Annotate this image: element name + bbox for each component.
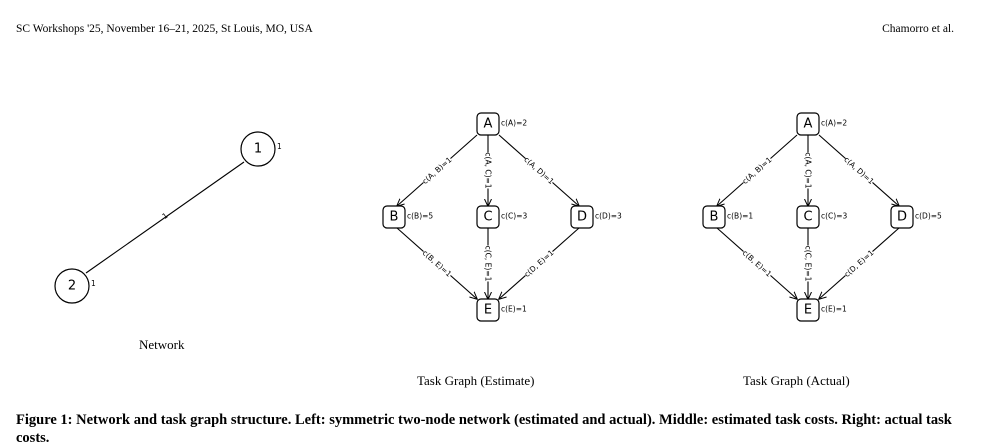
estimate-edge-label-bg-AD [522, 155, 556, 186]
actual-node-E-label: E [804, 303, 812, 318]
estimate-node-A [476, 112, 500, 136]
estimate-edge-label-bg-AC [483, 152, 493, 189]
actual-edge-label-AD: c(A, D)=1 [842, 155, 876, 186]
estimate-edge-label-AC: c(A, C)=1 [484, 152, 493, 188]
network-graph: 1 1 1 2 1 [54, 131, 282, 304]
network-node-1-label: 1 [254, 142, 262, 157]
estimate-node-A-cost: c(A)=2 [501, 119, 527, 128]
estimate-node-E-cost: c(E)=1 [501, 305, 527, 314]
actual-node-A [796, 112, 820, 136]
actual-node-B-label: B [710, 210, 719, 225]
task-graph-actual: c(A, B)=1 c(A, C)=1 c(A, D)=1 c(B, E)=1 c(C,… [702, 112, 942, 322]
actual-edge-label-BE: c(B, E)=1 [741, 248, 774, 279]
actual-node-B-cost: c(B)=1 [727, 212, 753, 221]
actual-node-C [796, 205, 820, 229]
estimate-node-C-cost: c(C)=3 [501, 212, 527, 221]
running-header-right: Chamorro et al. [882, 23, 954, 35]
actual-edge-label-AC: c(A, C)=1 [804, 152, 813, 188]
estimate-node-E [476, 298, 500, 322]
actual-node-B [702, 205, 726, 229]
estimate-node-E-label: E [484, 303, 492, 318]
network-node-2-weight: 1 [91, 279, 96, 288]
estimate-edge-label-bg-BE [420, 248, 454, 279]
network-edge-label: 1 [160, 211, 169, 221]
actual-node-A-label: A [804, 117, 813, 132]
task-graph-estimate-caption: Task Graph (Estimate) [417, 373, 535, 388]
task-graph-estimate: c(A, B)=1 c(A, C)=1 c(A, D)=1 c(B, E)=1 c(C,… [382, 112, 622, 322]
running-header-left: SC Workshops '25, November 16–21, 2025, … [16, 23, 313, 35]
actual-node-D-cost: c(D)=5 [915, 212, 942, 221]
actual-node-D [890, 205, 914, 229]
network-node-1 [240, 131, 276, 167]
network-node-2 [54, 268, 90, 304]
estimate-node-A-label: A [484, 117, 493, 132]
estimate-edge-label-AD: c(A, D)=1 [522, 155, 556, 186]
actual-edge-label-bg-CE [803, 245, 813, 282]
estimate-node-D-cost: c(D)=3 [595, 212, 622, 221]
network-edge [85, 161, 245, 274]
actual-edge-label-bg-AD [842, 155, 876, 186]
network-node-1-weight: 1 [277, 142, 282, 151]
actual-edge-label-bg-AC [803, 152, 813, 189]
estimate-node-C-label: C [483, 210, 492, 225]
network-caption: Network [139, 337, 185, 352]
estimate-edge-label-bg-CE [483, 245, 493, 282]
actual-node-C-label: C [803, 210, 812, 225]
actual-edge-label-AB: c(A, B)=1 [741, 155, 774, 186]
estimate-edge-label-BE: c(B, E)=1 [421, 248, 454, 279]
actual-edge-label-bg-DE [842, 248, 876, 279]
estimate-node-D [570, 205, 594, 229]
actual-edge-label-bg-BE [740, 248, 774, 279]
estimate-edge-label-CE: c(C, E)=1 [484, 246, 493, 282]
estimate-node-B-cost: c(B)=5 [407, 212, 433, 221]
estimate-edge-label-bg-AB [420, 155, 454, 186]
estimate-node-D-label: D [577, 210, 587, 225]
figure-caption: Figure 1: Network and task graph structu… [16, 412, 952, 446]
estimate-node-B [382, 205, 406, 229]
estimate-edge-label-DE: c(D, E)=1 [522, 248, 555, 279]
actual-edge-label-CE: c(C, E)=1 [804, 246, 813, 282]
actual-edge-label-bg-AB [740, 155, 774, 186]
actual-node-C-cost: c(C)=3 [821, 212, 847, 221]
actual-node-A-cost: c(A)=2 [821, 119, 847, 128]
actual-edge-label-DE: c(D, E)=1 [842, 248, 875, 279]
actual-node-E-cost: c(E)=1 [821, 305, 847, 314]
estimate-node-C [476, 205, 500, 229]
network-node-2-label: 2 [68, 279, 76, 294]
actual-node-E [796, 298, 820, 322]
actual-node-D-label: D [897, 210, 907, 225]
estimate-edge-label-AB: c(A, B)=1 [421, 155, 454, 186]
estimate-edge-label-bg-DE [522, 248, 556, 279]
estimate-node-B-label: B [390, 210, 399, 225]
task-graph-actual-caption: Task Graph (Actual) [743, 373, 850, 388]
